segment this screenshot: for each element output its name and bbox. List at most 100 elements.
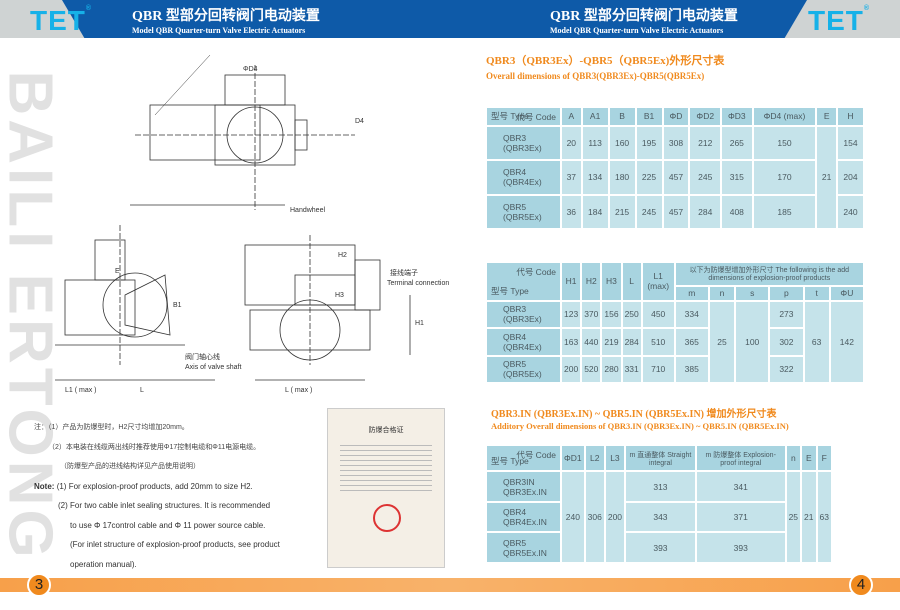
value-cell: 385 — [673, 354, 710, 385]
logo-right: TET® — [808, 5, 870, 37]
value-cell: 265 — [720, 124, 754, 162]
header-title-left: QBR 型部分回转阀门电动装置 Model QBR Quarter-turn Va… — [132, 5, 320, 35]
title-en: Model QBR Quarter-turn Valve Electric Ac… — [550, 26, 724, 35]
value-cell: 180 — [607, 159, 637, 196]
note-cn-2: （2）本电装在线缆两出线时推荐使用Φ17控制电缆和Φ11电源电缆。 — [48, 443, 261, 451]
value-cell: 393 — [624, 531, 697, 564]
side-view-drawing — [55, 225, 215, 381]
note-en-4: (For inlet structure of explosion-proof … — [70, 540, 280, 549]
logo-left: TET® — [30, 5, 92, 37]
column-header: L3 — [603, 443, 627, 473]
value-cell: 341 — [694, 470, 787, 503]
value-cell: 195 — [634, 124, 664, 162]
column-header: ΦD3 — [720, 106, 754, 127]
type-cell: QBR4 (QBR4Ex) — [485, 159, 562, 196]
footer-bar — [0, 578, 900, 592]
group-header: 以下为防爆型增加外形尺寸 The following is the add di… — [673, 261, 866, 287]
value-cell: 371 — [694, 500, 787, 534]
value-cell: 450 — [640, 299, 676, 330]
value-cell: 284 — [688, 193, 723, 231]
column-header: ΦD — [661, 106, 691, 127]
label-terminal-cn: 接线端子 — [390, 268, 418, 277]
code-label: 代号 Code — [516, 267, 556, 277]
type-label: 型号 Type — [491, 110, 529, 121]
value-cell: 408 — [720, 193, 754, 231]
value-cell: 245 — [688, 159, 723, 196]
value-cell: 100 — [734, 299, 771, 385]
subcolumn-header: m — [673, 284, 710, 302]
title-cn: QBR 型部分回转阀门电动装置 — [132, 9, 320, 24]
page-number-right: 4 — [849, 573, 873, 597]
column-header: n — [784, 443, 803, 473]
note-en-2: (2) For two cable inlet sealing structur… — [58, 501, 271, 510]
value-cell: 306 — [583, 470, 606, 564]
value-cell: 510 — [640, 327, 676, 357]
value-cell: 280 — [600, 354, 623, 385]
value-cell: 250 — [620, 299, 643, 330]
certificate-image: 防爆合格证 — [327, 408, 445, 568]
subcolumn-header: t — [802, 284, 831, 302]
certificate-text — [340, 441, 432, 491]
value-cell: 63 — [802, 299, 831, 385]
label-d4: ΦD4 — [243, 66, 258, 73]
value-cell: 200 — [559, 354, 583, 385]
value-cell: 273 — [768, 299, 805, 330]
type-cell: QBR3IN QBR3Ex.IN — [485, 470, 562, 503]
value-cell: 113 — [580, 124, 610, 162]
type-cell: QBR3 (QBR3Ex) — [485, 124, 562, 162]
value-cell: 134 — [580, 159, 610, 196]
label-h3: H3 — [335, 292, 344, 299]
value-cell: 142 — [828, 299, 866, 385]
value-cell: 212 — [688, 124, 723, 162]
label-d4-side: D4 — [355, 118, 364, 125]
value-cell: 365 — [673, 327, 710, 357]
value-cell: 123 — [559, 299, 583, 330]
logo-mark: ® — [85, 5, 93, 12]
column-header: A — [560, 106, 583, 127]
column-header: F — [815, 443, 834, 473]
value-cell: 322 — [768, 354, 805, 385]
value-cell: 315 — [720, 159, 754, 196]
type-cell: QBR3 (QBR3Ex) — [485, 299, 562, 330]
label-handwheel: Handwheel — [290, 207, 325, 214]
note-en-1: (1) For explosion-proof products, add 20… — [56, 481, 253, 491]
section1-title-cn: QBR3（QBR3Ex）-QBR5（QBR5Ex)外形尺寸表 — [486, 55, 725, 67]
value-cell: 343 — [624, 500, 697, 534]
value-cell: 20 — [560, 124, 583, 162]
column-header: L — [620, 261, 643, 302]
value-cell: 308 — [661, 124, 691, 162]
note-cn-3: （防爆型产品的进线结构详见产品使用说明） — [60, 463, 200, 470]
type-label: 型号 Type — [491, 456, 529, 467]
code-label: 代号 Code — [516, 450, 556, 460]
title-en: Model QBR Quarter-turn Valve Electric Ac… — [132, 26, 306, 35]
header-band — [62, 0, 807, 38]
value-cell: 245 — [634, 193, 664, 231]
value-cell: 457 — [661, 193, 691, 231]
certificate-title: 防爆合格证 — [368, 427, 404, 434]
value-cell: 36 — [560, 193, 583, 231]
logo-mark: ® — [863, 5, 871, 12]
value-cell: 184 — [580, 193, 610, 231]
column-header: H2 — [580, 261, 603, 302]
column-header: ΦD4 (max) — [751, 106, 818, 127]
code-label: 代号 Code — [516, 112, 556, 122]
value-cell: 393 — [694, 531, 787, 564]
value-cell: 200 — [603, 470, 627, 564]
column-header: B — [607, 106, 637, 127]
column-header: E — [800, 443, 818, 473]
section3-title-cn: QBR3.IN (QBR3Ex.IN) ~ QBR5.IN (QBR5Ex.IN… — [491, 409, 777, 420]
label-l1max: L1 ( max ) — [65, 387, 97, 394]
value-cell: 240 — [835, 193, 866, 231]
